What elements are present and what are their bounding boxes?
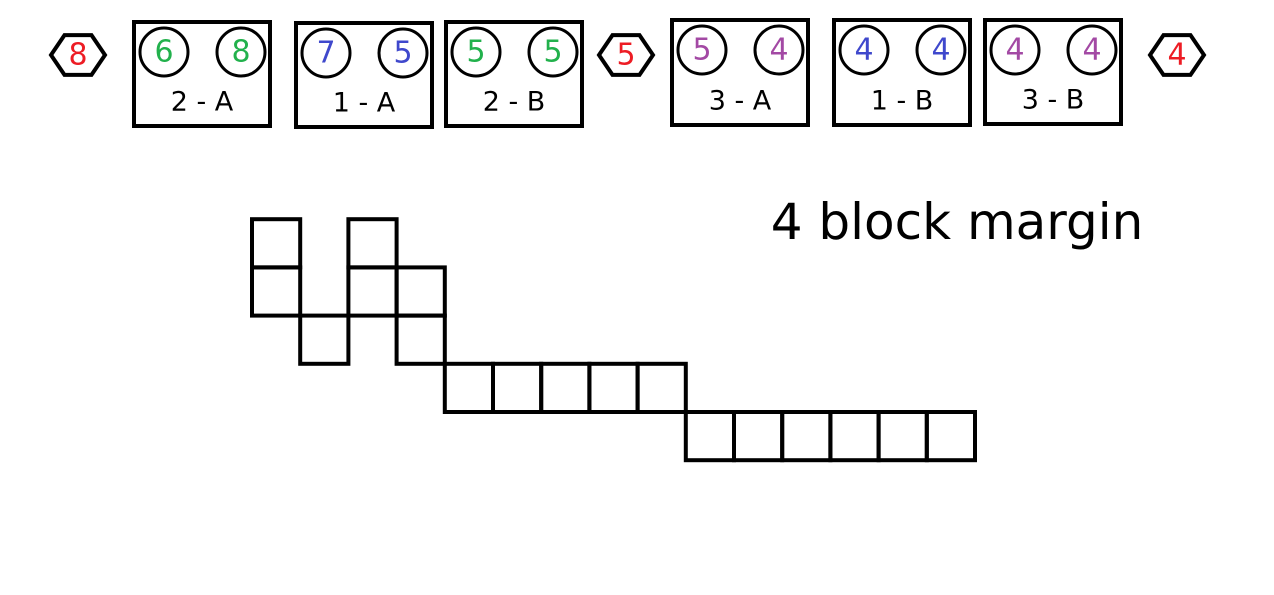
caption: 4 block margin <box>771 193 1144 251</box>
hexagon-value: 5 <box>616 38 635 73</box>
card-right-value: 5 <box>393 36 412 71</box>
card-left-value: 5 <box>692 33 711 68</box>
grid-block <box>491 361 544 414</box>
grid-block <box>924 410 977 463</box>
grid-block <box>828 410 881 463</box>
card-label: 3 - B <box>1022 85 1085 116</box>
grid-block <box>346 265 399 318</box>
grid-block <box>780 410 833 463</box>
card-frame <box>832 18 972 127</box>
card-right-circle <box>527 26 579 78</box>
hexagon-shape <box>596 33 656 77</box>
card: 6 8 2 - A <box>132 20 272 128</box>
card-left-value: 4 <box>854 33 873 68</box>
card-left-circle <box>838 24 890 76</box>
grid-block <box>539 361 592 414</box>
card-right-circle <box>915 24 967 76</box>
card-frame <box>444 20 584 128</box>
card-right-value: 4 <box>1082 33 1101 68</box>
card-right-circle <box>377 27 429 79</box>
card: 4 4 3 - B <box>983 18 1123 126</box>
card-left-value: 5 <box>466 35 485 70</box>
grid-block <box>732 410 785 463</box>
grid-block <box>683 410 736 463</box>
card: 5 4 3 - A <box>670 18 810 127</box>
card-left-circle <box>676 24 728 76</box>
card-frame <box>294 21 434 129</box>
card-frame <box>983 18 1123 126</box>
card-frame <box>132 20 272 128</box>
card-frame <box>670 18 810 127</box>
grid-block <box>442 361 495 414</box>
card-right-circle <box>753 24 805 76</box>
card-left-circle <box>450 26 502 78</box>
hexagon-marker: 8 <box>48 33 108 77</box>
card: 7 5 1 - A <box>294 21 434 129</box>
card-label: 1 - B <box>871 86 934 117</box>
card: 4 4 1 - B <box>832 18 972 127</box>
hexagon-marker: 5 <box>596 33 656 77</box>
card-right-circle <box>1066 24 1118 76</box>
grid-block <box>876 410 929 463</box>
sequence-row: 8 6 8 2 - A 7 5 1 - A 5 5 2 - B 5 5 4 3 - A 4 4 1 - B 4 4 3… <box>48 18 1207 129</box>
card-right-value: 4 <box>931 33 950 68</box>
grid-block <box>298 313 351 366</box>
block-grid <box>250 217 977 463</box>
grid-block <box>250 265 303 318</box>
card-right-value: 8 <box>231 35 250 70</box>
card-left-value: 7 <box>316 36 335 71</box>
card-left-circle <box>989 24 1041 76</box>
hexagon-value: 8 <box>68 38 87 73</box>
card-right-value: 4 <box>769 33 788 68</box>
hexagon-shape <box>48 33 108 77</box>
hexagon-marker: 4 <box>1147 33 1207 77</box>
card-left-value: 4 <box>1005 33 1024 68</box>
card-label: 2 - A <box>171 87 234 118</box>
card-left-value: 6 <box>154 35 173 70</box>
card-label: 2 - B <box>483 87 546 118</box>
grid-block <box>250 217 303 270</box>
grid-block <box>635 361 688 414</box>
grid-block <box>587 361 640 414</box>
card-left-circle <box>300 27 352 79</box>
grid-block <box>346 217 399 270</box>
card-right-value: 5 <box>543 35 562 70</box>
grid-block <box>394 313 447 366</box>
grid-block <box>394 265 447 318</box>
card-right-circle <box>215 26 267 78</box>
card-label: 1 - A <box>333 88 396 119</box>
card-left-circle <box>138 26 190 78</box>
hexagon-shape <box>1147 33 1207 77</box>
hexagon-value: 4 <box>1167 38 1186 73</box>
card: 5 5 2 - B <box>444 20 584 128</box>
card-label: 3 - A <box>709 86 772 117</box>
